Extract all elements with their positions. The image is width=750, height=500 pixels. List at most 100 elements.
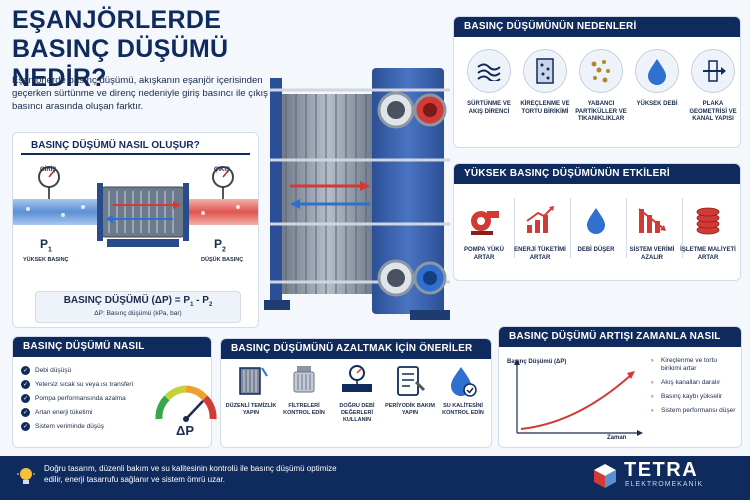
list-item-label: Sistem veriminde düşüş (35, 422, 104, 430)
effect-label: ENERJİ TÜKETİMİ ARTAR (514, 247, 566, 261)
flow-meter-icon (331, 363, 383, 399)
intro-text: Eşanjörlerde basınç düşümü, akışkanın eş… (12, 75, 268, 112)
checklist-icon (384, 363, 436, 399)
list-item: ✓ Debi düşüşü (21, 363, 133, 377)
check-icon: ✓ (21, 421, 30, 431)
chevron-right-icon: › (651, 393, 654, 400)
effect-item: SİSTEM VERİMİ AZALIR (622, 200, 682, 262)
formula-box: BASINÇ DÜŞÜMÜ (ΔP) = P1 - P2 ΔP: Basınç … (35, 291, 241, 323)
tip-label: DÜZENLİ TEMİZLİK YAPIN (225, 403, 277, 416)
divider (626, 198, 627, 258)
list-item-label: Artan enerji tüketimi (35, 408, 93, 416)
tips-card: BASINÇ DÜŞÜMÜNÜ AZALTMAK İÇİN ÖNERİLER D… (220, 338, 492, 448)
footer (0, 456, 750, 500)
footer-text: Doğru tasarım, düzenli bakım ve su kalit… (44, 464, 337, 484)
trend-header: BASINÇ DÜŞÜMÜ ARTIŞI ZAMANLA NASIL OLUR? (499, 327, 741, 362)
effect-label: SİSTEM VERİMİ AZALIR (629, 247, 675, 261)
list-item: ✓ Artan enerji tüketimi (21, 405, 133, 419)
list-item-label: Basınç kaybı yükselir (661, 393, 723, 400)
tips-header: BASINÇ DÜŞÜMÜNÜ AZALTMAK İÇİN ÖNERİLER (221, 339, 491, 359)
list-item-label: Debi düşüşü (35, 366, 72, 374)
page-title: EŞANJÖRLERDE BASINÇ DÜŞÜMÜ NEDİR? (12, 6, 229, 92)
cause-item: KİREÇLENME VE TORTU BİRİKİMİ (518, 49, 572, 116)
list-item: › Sistem performansı düşer (651, 407, 737, 415)
check-icon: ✓ (21, 379, 30, 389)
tip-item: DOĞRU DEBİ DEĞERLERİ KULLANIN (331, 363, 383, 424)
list-item-label: Pompa performansında azalma (35, 394, 126, 402)
cleaning-icon (225, 363, 277, 399)
list-item-label: Akış kanalları daralır (661, 379, 721, 386)
divider (514, 198, 515, 258)
cause-label: PLAKA GEOMETRİSİ VE KANAL YAPISI (689, 101, 737, 122)
effect-label: POMPA YÜKÜ ARTAR (464, 247, 504, 261)
scale-icon (523, 49, 567, 93)
list-item: › Kireçlenme ve tortu birikimi artar (651, 357, 737, 373)
heat-exchanger-illustration (264, 68, 450, 320)
trend-card: BASINÇ DÜŞÜMÜ ARTIŞI ZAMANLA NASIL OLUR?… (498, 326, 742, 448)
high-pressure-label: YÜKSEK BASINÇ (23, 257, 69, 263)
how-header: BASINÇ DÜŞÜMÜ NASIL OLUŞUR? (21, 137, 250, 155)
list-item: ✓ Yetersiz sıcak su veya ısı transferi (21, 377, 133, 391)
inlet-label: GİRİŞ (40, 167, 57, 173)
tip-label: FİLTRELERİ KONTROL EDİN (283, 403, 325, 416)
bar-chart-icon (510, 200, 570, 240)
plate-icon (691, 49, 735, 93)
chevron-right-icon: › (651, 379, 654, 386)
trend-xlabel: Zaman (607, 435, 627, 441)
list-item: ✓ Sistem veriminde düşüş (21, 419, 133, 433)
effect-item: DEBİ DÜŞER (566, 200, 626, 254)
signs-header: BASINÇ DÜŞÜMÜ NASIL ANLAŞILIR? (13, 337, 211, 372)
p2-label: P2 (214, 237, 226, 254)
check-icon: ✓ (21, 365, 30, 375)
cause-item: YABANCI PARTİKÜLLER VE TIKANIKLIKLAR (574, 49, 628, 124)
pump-icon (454, 200, 514, 240)
tetra-logo-icon (594, 464, 616, 488)
effect-label: DEBİ DÜŞER (577, 247, 615, 253)
chevron-right-icon: › (651, 407, 654, 414)
effect-item: ENERJİ TÜKETİMİ ARTAR (510, 200, 570, 262)
list-item-label: Yetersiz sıcak su veya ısı transferi (35, 380, 134, 388)
chevron-right-icon: › (651, 357, 654, 364)
cause-label: KİREÇLENME VE TORTU BİRİKİMİ (520, 101, 570, 115)
effect-item: POMPA YÜKÜ ARTAR (454, 200, 514, 262)
decline-chart-icon (622, 200, 682, 240)
tip-item: PERİYODİK BAKIM YAPIN (384, 363, 436, 417)
trend-chart (514, 359, 643, 436)
check-icon: ✓ (21, 393, 30, 403)
list-item: ✓ Pompa performansında azalma (21, 391, 133, 405)
cause-item: PLAKA GEOMETRİSİ VE KANAL YAPISI (686, 49, 740, 124)
list-item: › Basınç kaybı yükselir (651, 393, 737, 401)
outlet-label: ÇIKIŞ (214, 167, 231, 173)
causes-header: BASINÇ DÜŞÜMÜNÜN NEDENLERİ (454, 17, 740, 37)
divider (570, 198, 571, 258)
tip-label: PERİYODİK BAKIM YAPIN (385, 403, 435, 416)
effect-item: İŞLETME MALİYETİ ARTAR (678, 200, 738, 262)
brand-name: TETRA (624, 459, 699, 481)
formula-note: ΔP: Basınç düşümü (kPa, bar) (94, 310, 182, 317)
cause-label: YÜKSEK DEBİ (636, 101, 678, 107)
how-it-forms-card: BASINÇ DÜŞÜMÜ NASIL OLUŞUR? GİRİŞ ÇIKIŞ … (12, 132, 259, 328)
cause-item: YÜKSEK DEBİ (630, 49, 684, 109)
lightbulb-icon (17, 468, 35, 484)
tip-item: SU KALİTESİNİ KONTROL EDİN (437, 363, 489, 417)
gauge-icon (155, 385, 217, 422)
particles-icon (579, 49, 623, 93)
causes-card: BASINÇ DÜŞÜMÜNÜN NEDENLERİ SÜRTÜNME VE A… (453, 16, 741, 148)
effects-header: YÜKSEK BASINÇ DÜŞÜMÜNÜN ETKİLERİ (454, 164, 740, 184)
drop-icon (635, 49, 679, 93)
check-icon: ✓ (21, 407, 30, 417)
cause-label: YABANCI PARTİKÜLLER VE TIKANIKLIKLAR (575, 101, 627, 122)
drop-icon (566, 200, 626, 240)
low-pressure-label: DÜŞÜK BASINÇ (201, 257, 244, 263)
gauge-label: ΔP (176, 423, 195, 438)
filter-icon (278, 363, 330, 399)
coins-icon (678, 200, 738, 240)
tip-label: SU KALİTESİNİ KONTROL EDİN (442, 403, 484, 416)
list-item-label: Kireçlenme ve tortu birikimi artar (661, 357, 717, 372)
tip-item: FİLTRELERİ KONTROL EDİN (278, 363, 330, 417)
tip-label: DOĞRU DEBİ DEĞERLERİ KULLANIN (339, 403, 375, 423)
effect-label: İŞLETME MALİYETİ ARTAR (680, 247, 736, 261)
p1-label: P1 (40, 237, 52, 254)
tip-item: DÜZENLİ TEMİZLİK YAPIN (225, 363, 277, 417)
list-item-label: Sistem performansı düşer (661, 407, 736, 414)
